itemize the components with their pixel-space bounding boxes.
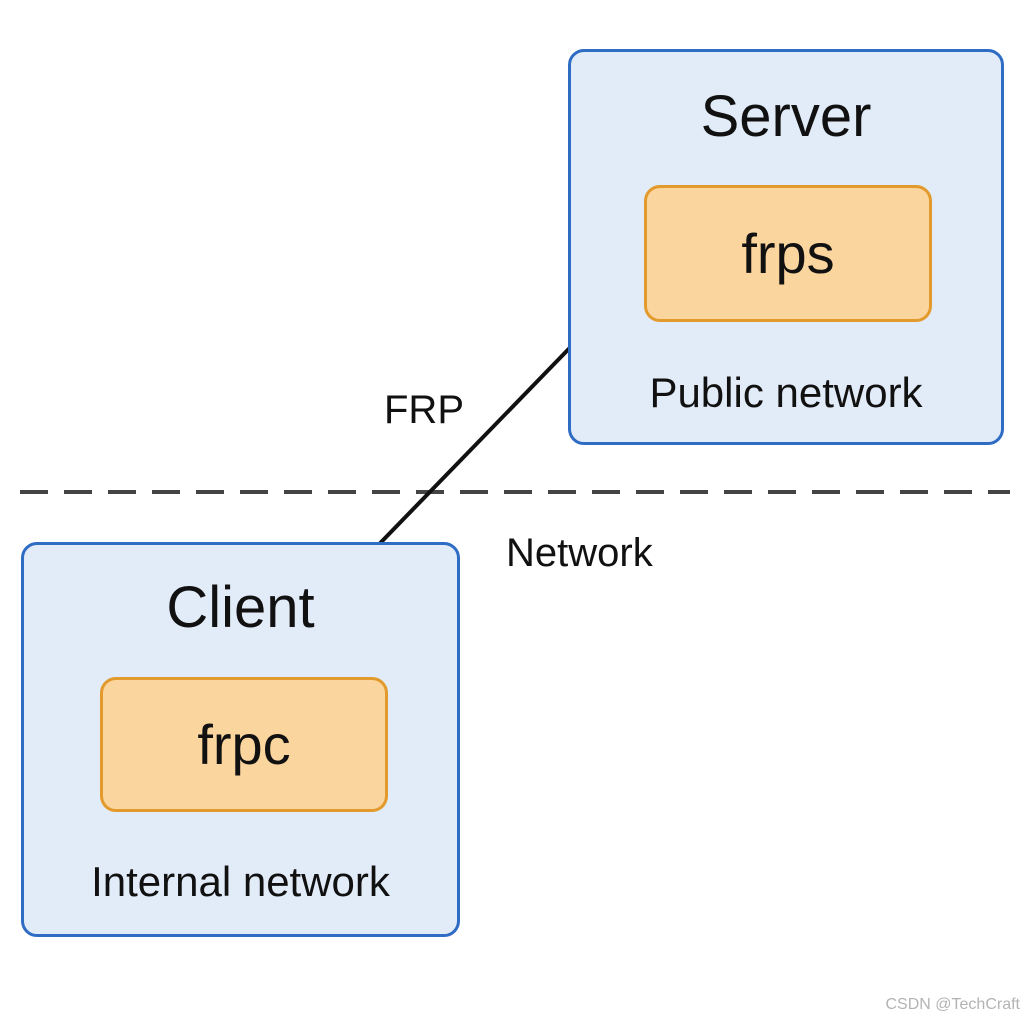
watermark: CSDN @TechCraft — [885, 996, 1021, 1013]
frpc-process-box: frpc — [100, 677, 388, 812]
server-node: Server frps Public network — [568, 49, 1004, 445]
frps-process-box: frps — [644, 185, 932, 322]
frp-connection-label: FRP — [384, 388, 464, 432]
server-network-caption: Public network — [649, 369, 923, 416]
server-title: Server — [700, 84, 872, 149]
client-title: Client — [166, 575, 315, 640]
client-node: Client frpc Internal network — [21, 542, 460, 937]
client-network-caption: Internal network — [91, 858, 390, 905]
network-boundary-label: Network — [506, 531, 653, 575]
